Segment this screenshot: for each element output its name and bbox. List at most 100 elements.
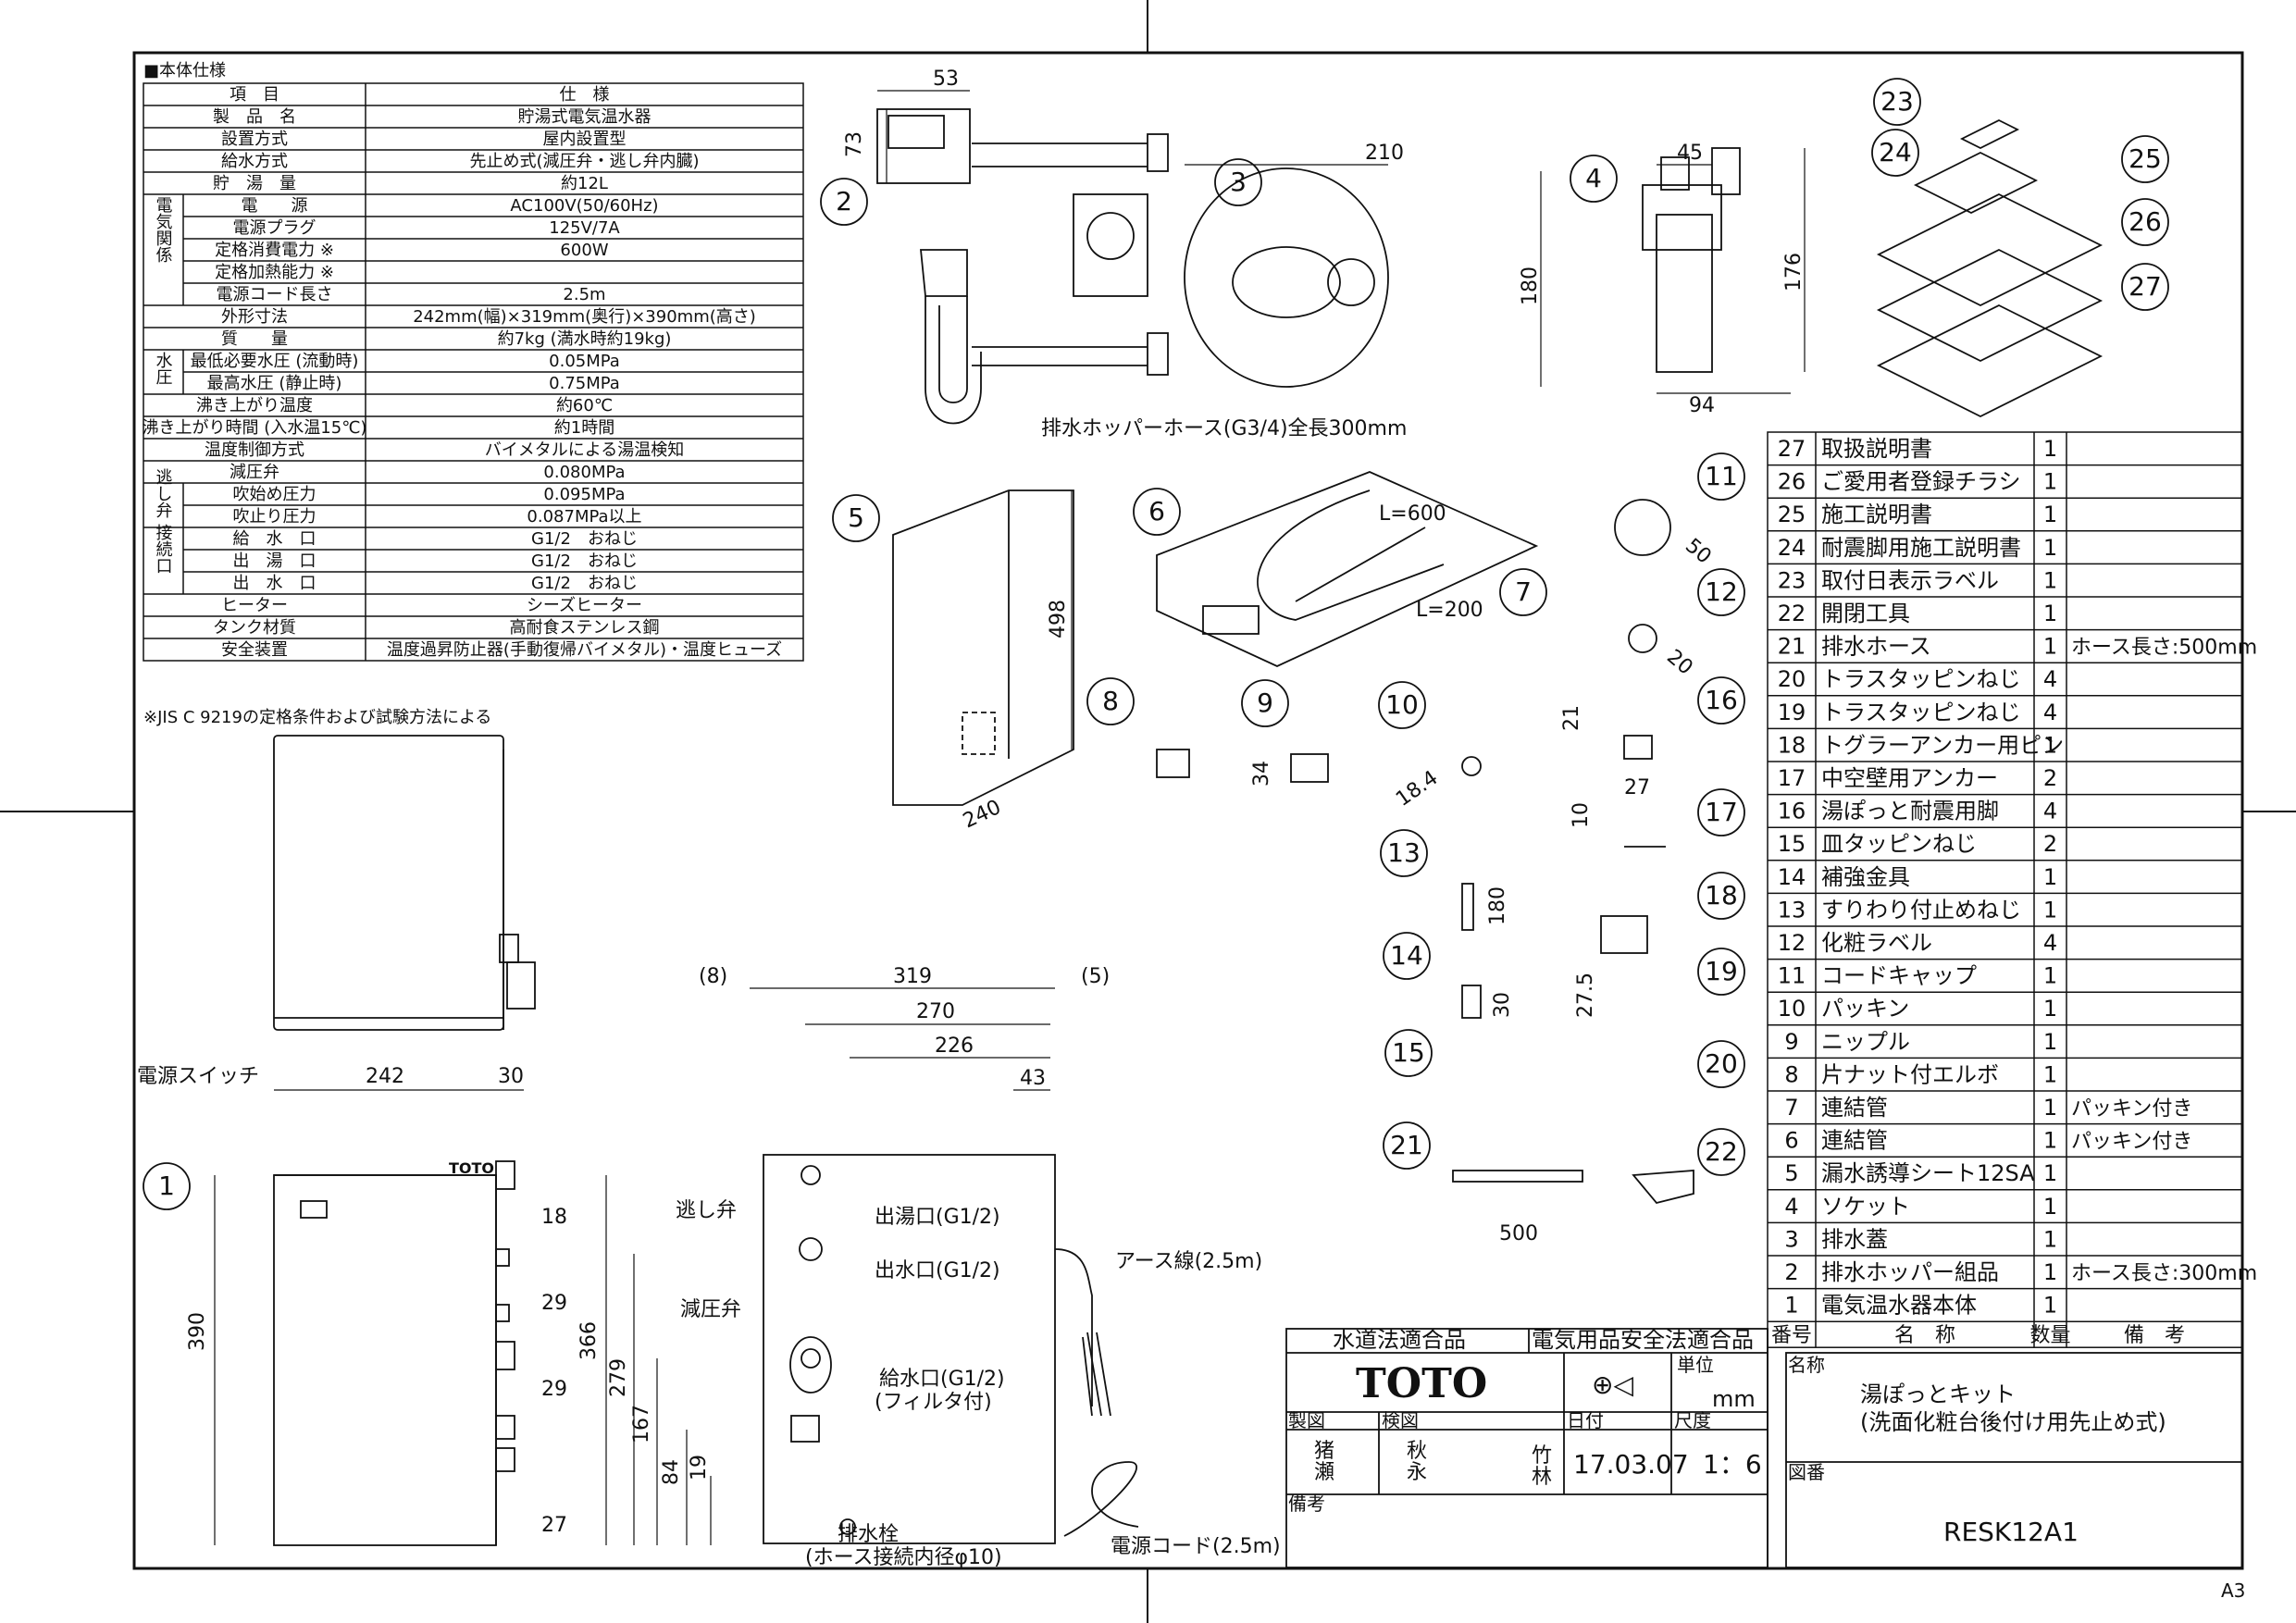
callout-bubble: [1133, 488, 1181, 536]
parts-note: ホース長さ:500mm: [2071, 637, 2257, 660]
approved-by-2: 林: [1532, 1466, 1552, 1489]
parts-no: 11: [1778, 963, 1806, 989]
parts-name: 片ナット付エルボ: [1821, 1061, 1999, 1087]
parts-qty: 1: [2043, 535, 2057, 561]
unit-top-view: [273, 735, 504, 1031]
parts-name: パッキン: [1821, 996, 1909, 1022]
spec-footnote: ※JIS C 9219の定格条件および試験方法による: [143, 708, 491, 727]
parts-name: 電気温水器本体: [1821, 1293, 1977, 1319]
product-name: 湯ぽっとキット: [1860, 1381, 2016, 1407]
drain-lid-view: [1184, 167, 1389, 388]
label-relief-valve: 逃し弁: [676, 1199, 737, 1222]
spec-value: 0.05MPa: [549, 352, 620, 371]
dim-21: 21: [1560, 705, 1583, 731]
spec-value: 242mm(幅)×319mm(奥行)×390mm(高さ): [413, 307, 756, 327]
dim-27-5: 27.5: [1574, 973, 1597, 1018]
parts-header-note: 備 考: [2124, 1324, 2185, 1347]
callout-bubble: [1697, 1128, 1745, 1176]
product-subname: (洗面化粧台後付け用先止め式): [1860, 1409, 2166, 1435]
dim-84: 84: [660, 1459, 683, 1485]
parts-qty: 1: [2043, 996, 2057, 1022]
callout-number: 2: [836, 186, 852, 217]
dim-226: 226: [935, 1035, 974, 1058]
spec-item: 出 水 口: [233, 574, 316, 593]
callout-bubble: [1241, 679, 1289, 727]
checked-label: 検図: [1382, 1409, 1419, 1431]
parts-no: 1: [1784, 1293, 1798, 1319]
dim-319: 319: [893, 965, 932, 988]
scale-value: 1：6: [1703, 1449, 1762, 1480]
callout-bubble: [1697, 788, 1745, 836]
parts-name: 中空壁用アンカー: [1821, 765, 1998, 791]
dim-30b: 30: [498, 1065, 524, 1088]
callout-number: 23: [1880, 86, 1914, 117]
label-hot-outlet: 出湯口(G1/2): [875, 1206, 1000, 1229]
spec-value: 高耐食ステンレス鋼: [510, 618, 660, 638]
parts-qty: 1: [2043, 469, 2057, 495]
parts-no: 21: [1778, 634, 1806, 660]
parts-name: 化粧ラベル: [1821, 930, 1932, 956]
date-value: 17.03.07: [1573, 1449, 1689, 1480]
parts-note: ホース長さ:300mm: [2071, 1262, 2257, 1285]
parts-no: 13: [1778, 897, 1806, 923]
parts-no: 25: [1778, 502, 1806, 527]
callout-bubble: [1697, 568, 1745, 616]
callout-bubble: [1871, 129, 1919, 177]
spec-table: ■本体仕様 項 目仕 様電気関係水圧逃し弁接続口製 品 名貯湯式電気温水器設置方…: [143, 61, 804, 727]
remarks-label: 備考: [1288, 1493, 1325, 1515]
spec-value: 屋内設置型: [543, 130, 627, 149]
callout-number: 16: [1705, 685, 1738, 715]
callout-number: 12: [1705, 576, 1738, 607]
spec-value: 0.75MPa: [549, 374, 620, 393]
spec-item: 外形寸法: [221, 307, 288, 327]
unit-label: 単位: [1677, 1354, 1714, 1376]
parts-name: 開閉工具: [1821, 601, 1910, 626]
hopper-top: [876, 108, 971, 184]
spec-value: 約60℃: [556, 396, 613, 415]
spec-value: 600W: [560, 241, 608, 260]
callout-bubble: [2121, 263, 2169, 311]
parts-name: トラスタッピンねじ: [1821, 666, 2021, 692]
callout-number: 11: [1705, 461, 1738, 491]
parts-header-name: 名 称: [1894, 1324, 1955, 1347]
spec-item: 給水方式: [221, 152, 288, 171]
parts-note: パッキン付き: [2071, 1131, 2192, 1154]
parts-no: 23: [1778, 567, 1806, 593]
leak-sheet-view: [892, 489, 1074, 806]
parts-qty: 1: [2043, 1194, 2057, 1220]
label-hopper-hose: 排水ホッパーホース(G3/4)全長300mm: [1041, 417, 1407, 440]
dim-29a: 29: [541, 1292, 567, 1315]
spec-item: 温度制御方式: [205, 440, 304, 460]
callout-number: 14: [1390, 940, 1423, 971]
dim-18-4: 18.4: [1392, 766, 1442, 812]
parts-qty: 1: [2043, 1226, 2057, 1252]
parts-qty: 1: [2043, 1259, 2057, 1285]
parts-no: 14: [1778, 864, 1806, 890]
parts-name: 補強金具: [1821, 864, 1910, 890]
spec-group-conn: 接続口: [154, 524, 173, 574]
parts-name: 排水蓋: [1821, 1226, 1888, 1252]
spec-item: 定格消費電力 ※: [215, 241, 334, 260]
dim-270: 270: [916, 1000, 955, 1023]
compliance-elec: 電気用品安全法適合品: [1532, 1327, 1754, 1353]
spec-item: 電源コード長さ: [217, 285, 333, 304]
spec-value: バイメタルによる湯温検知: [485, 440, 684, 460]
callout-bubble: [1570, 155, 1618, 203]
callout-number: 26: [2128, 206, 2162, 237]
parts-name: 連結管: [1821, 1095, 1888, 1121]
drawing-no: RESK12A1: [1943, 1517, 2079, 1547]
label-reducing-valve: 減圧弁: [680, 1298, 741, 1321]
callout-number: 1: [158, 1171, 175, 1201]
dim-390: 390: [186, 1312, 209, 1351]
spec-group-water: 水圧: [154, 352, 173, 385]
spec-header-value: 仕 様: [560, 85, 610, 105]
spec-item: 電 源: [242, 196, 308, 216]
compliance-water: 水道法適合品: [1333, 1327, 1466, 1353]
parts-name: トラスタッピンねじ: [1821, 700, 2021, 725]
parts-name: コードキャップ: [1821, 963, 1977, 989]
dim-8: (8): [699, 965, 727, 988]
parts-no: 20: [1778, 666, 1806, 692]
spec-value: G1/2 おねじ: [531, 551, 638, 571]
parts-name: ご愛用者登録チラシ: [1821, 469, 2021, 495]
